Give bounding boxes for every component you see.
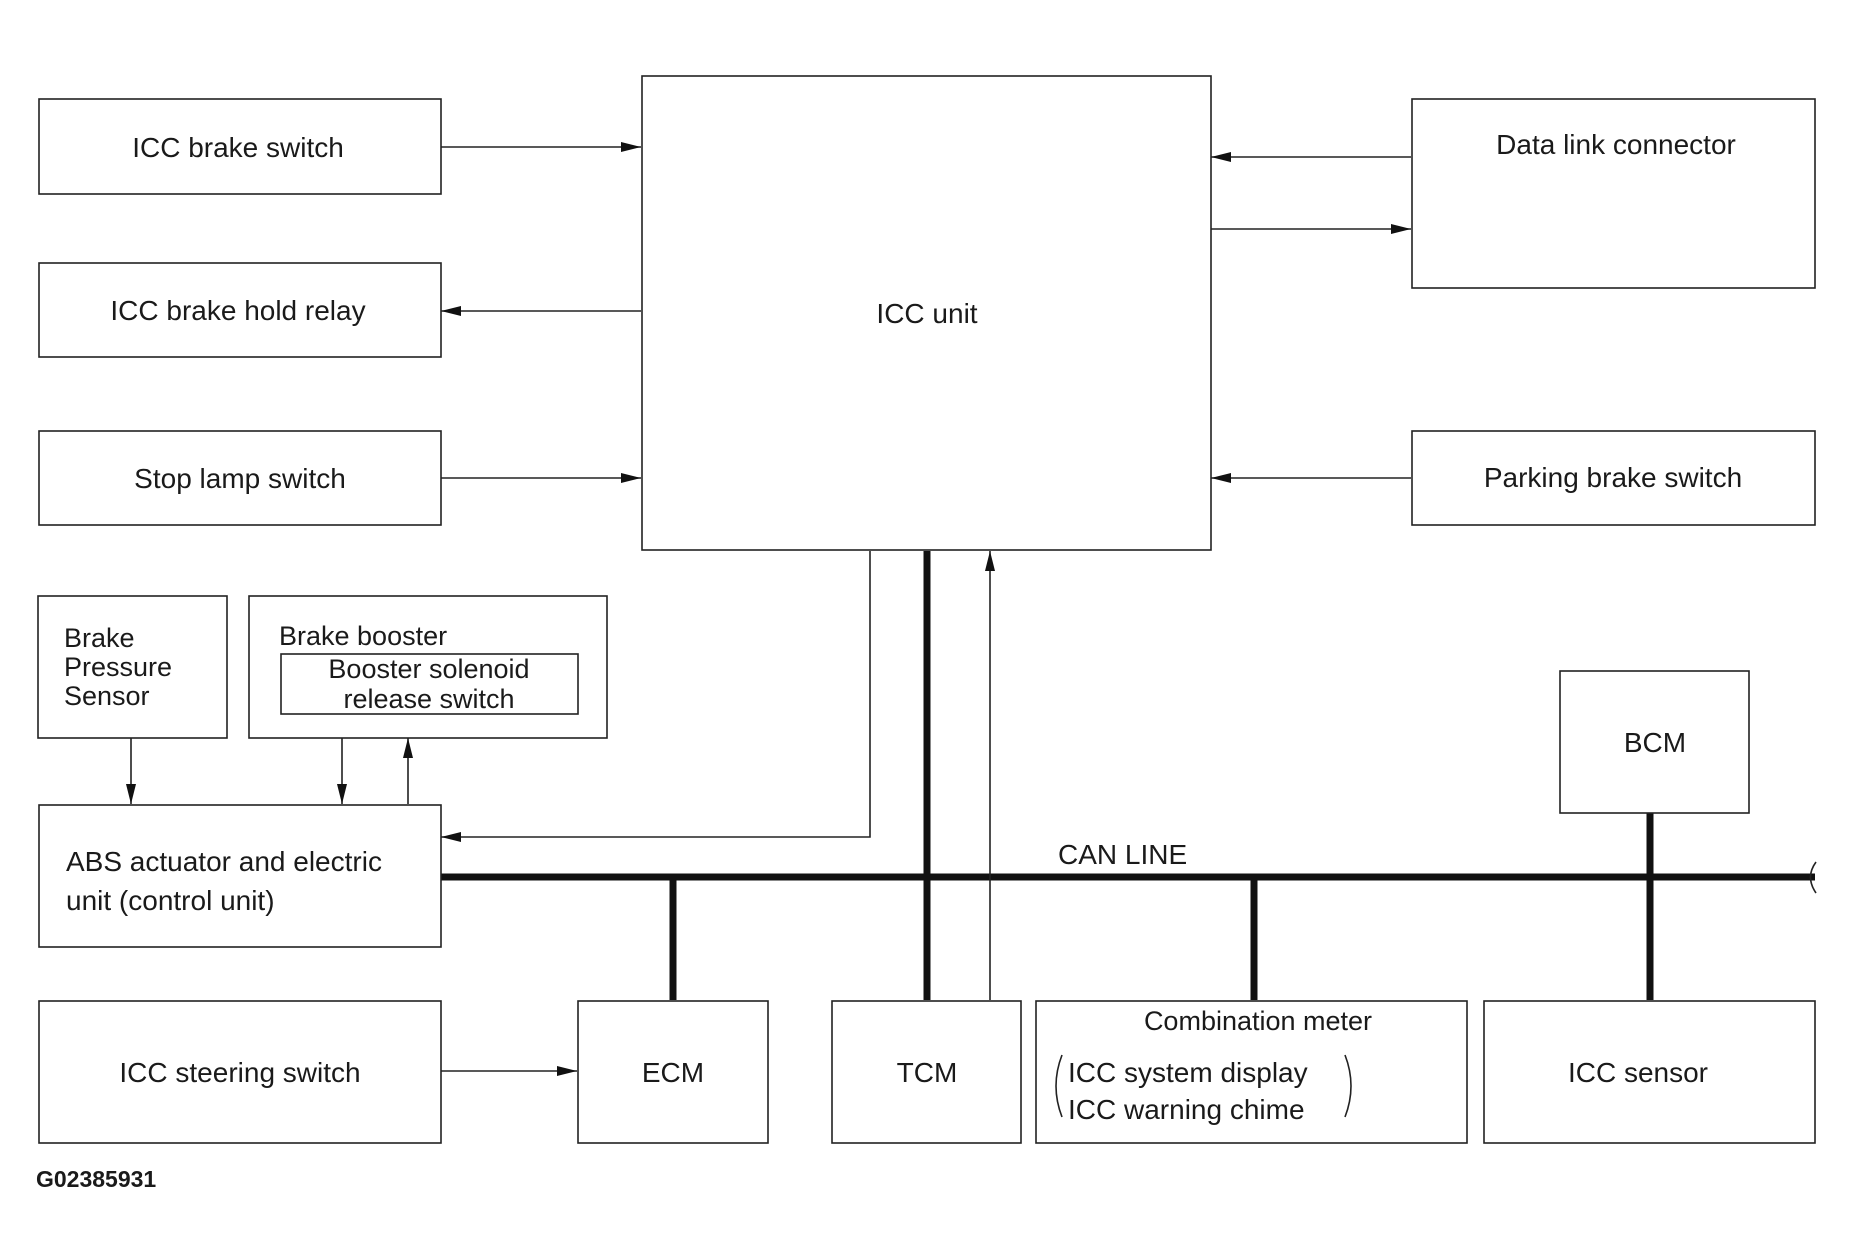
icc-unit-label: ICC unit	[876, 298, 977, 329]
signal-lines	[126, 142, 1411, 1076]
icc-brake-switch-box: ICC brake switch	[38, 98, 442, 195]
abs-actuator-line-1: ABS actuator and electric	[66, 846, 382, 877]
data-link-connector-label: Data link connector	[1496, 129, 1736, 160]
booster-solenoid-line-1: Booster solenoid	[328, 654, 529, 684]
can-bus	[440, 551, 1817, 1000]
data-link-connector-box: Data link connector	[1411, 98, 1816, 289]
parking-brake-switch-label: Parking brake switch	[1484, 462, 1742, 493]
tcm-label: TCM	[897, 1057, 958, 1088]
stop-lamp-switch-label: Stop lamp switch	[134, 463, 346, 494]
left-bracket	[1055, 1054, 1063, 1118]
tcm-box: TCM	[831, 1000, 1022, 1144]
abs-actuator-box: ABS actuator and electric unit (control …	[38, 804, 442, 948]
icc-brake-switch-label: ICC brake switch	[132, 132, 344, 163]
booster-solenoid-line-2: release switch	[343, 684, 514, 714]
icc-brake-hold-relay-box: ICC brake hold relay	[38, 262, 442, 358]
bcm-box: BCM	[1559, 670, 1750, 814]
icc-unit-box: ICC unit	[641, 75, 1212, 551]
figure-code: G02385931	[36, 1166, 156, 1192]
combination-meter-item-1: ICC system display	[1068, 1057, 1308, 1088]
combination-meter-box: Combination meter ICC system display ICC…	[1035, 1000, 1468, 1144]
bcm-label: BCM	[1624, 727, 1686, 758]
brake-pressure-sensor-line-2: Pressure	[64, 652, 172, 682]
parking-brake-switch-box: Parking brake switch	[1411, 430, 1816, 526]
icc-sensor-box: ICC sensor	[1483, 1000, 1816, 1144]
combination-meter-item-2: ICC warning chime	[1068, 1094, 1305, 1125]
combination-meter-label: Combination meter	[1144, 1006, 1372, 1036]
brake-pressure-sensor-line-3: Sensor	[64, 681, 150, 711]
icc-sensor-label: ICC sensor	[1568, 1057, 1708, 1088]
right-bracket	[1344, 1054, 1352, 1118]
stop-lamp-switch-box: Stop lamp switch	[38, 430, 442, 526]
booster-solenoid-box	[280, 653, 579, 715]
ecm-box: ECM	[577, 1000, 769, 1144]
icc-steering-switch-box: ICC steering switch	[38, 1000, 442, 1144]
icc-steering-switch-label: ICC steering switch	[119, 1057, 360, 1088]
brake-booster-box: Brake booster Booster solenoid release s…	[248, 595, 608, 739]
icc-brake-hold-relay-label: ICC brake hold relay	[110, 295, 365, 326]
can-line-label: CAN LINE	[1058, 839, 1187, 870]
ecm-label: ECM	[642, 1057, 704, 1088]
abs-actuator-line-2: unit (control unit)	[66, 885, 275, 916]
brake-pressure-sensor-box: Brake Pressure Sensor	[37, 595, 228, 739]
brake-pressure-sensor-line-1: Brake	[64, 623, 135, 653]
brake-booster-label: Brake booster	[279, 621, 447, 651]
